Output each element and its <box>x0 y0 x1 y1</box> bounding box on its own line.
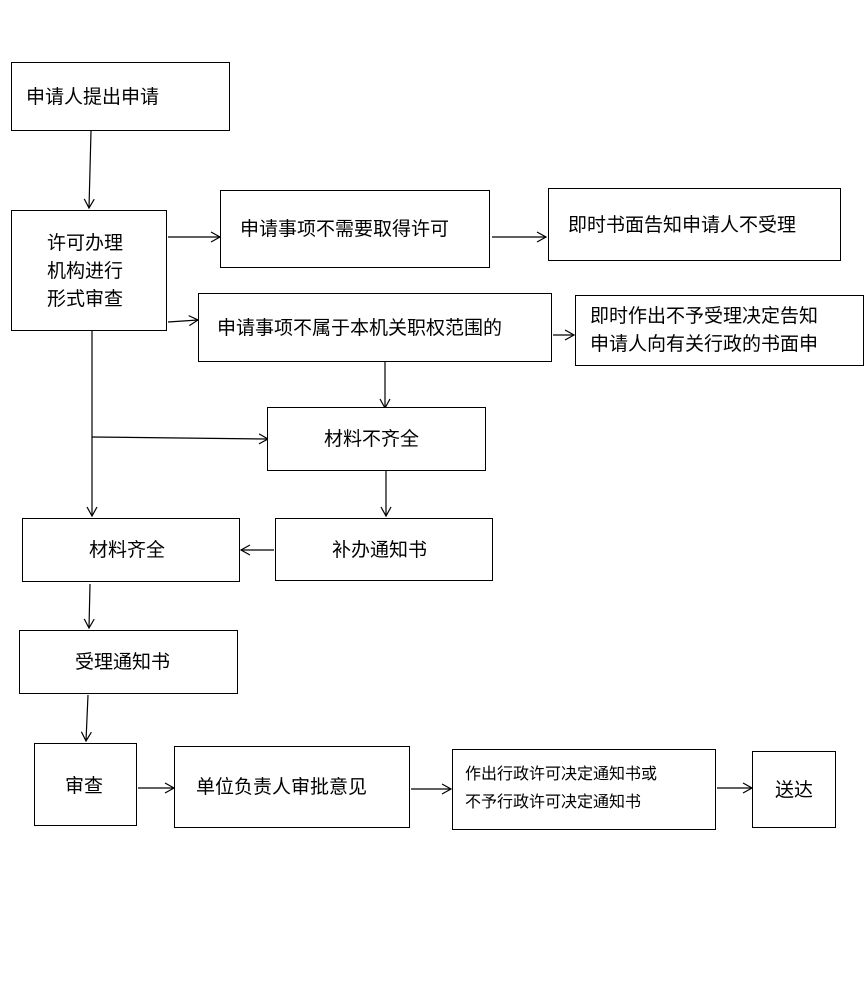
node-accept-notice: 受理通知书 <box>19 630 238 694</box>
node-leader-approval: 单位负责人审批意见 <box>174 746 410 828</box>
node-decision: 作出行政许可决定通知书或 不予行政许可决定通知书 <box>452 749 716 830</box>
arrow-accept-to-examine <box>80 694 92 743</box>
node-no-need-permit-label: 申请事项不需要取得许可 <box>240 218 450 240</box>
node-apply: 申请人提出申请 <box>11 62 230 131</box>
node-decision-line-2: 不予行政许可决定通知书 <box>465 792 642 811</box>
arrow-review-to-not-in-scope <box>167 315 200 327</box>
node-accept-notice-label: 受理通知书 <box>75 651 171 673</box>
node-supplement-notice-label: 补办通知书 <box>332 538 428 561</box>
node-formal-review-line-1: 许可办理 <box>47 231 124 254</box>
node-deliver: 送达 <box>752 751 836 828</box>
arrow-complete-to-accept <box>83 583 95 630</box>
node-examine: 审查 <box>34 743 137 826</box>
arrow-review-to-incomplete <box>91 433 270 445</box>
arrow-apply-to-review <box>83 130 95 210</box>
node-materials-complete-label: 材料齐全 <box>89 539 166 561</box>
node-materials-complete: 材料齐全 <box>22 518 240 582</box>
node-leader-approval-label: 单位负责人审批意见 <box>196 776 368 798</box>
node-decision-line-1: 作出行政许可决定通知书或 <box>465 764 658 783</box>
node-materials-incomplete: 材料不齐全 <box>267 407 486 471</box>
node-notify-not-accept-label: 即时书面告知申请人不受理 <box>568 213 797 236</box>
node-deliver-label: 送达 <box>774 778 813 801</box>
node-not-accept-decision-line-1: 即时作出不予受理决定告知 <box>590 305 819 327</box>
node-apply-label: 申请人提出申请 <box>26 85 160 108</box>
node-not-in-scope-label: 申请事项不属于本机关职权范围的 <box>217 316 503 339</box>
node-not-in-scope: 申请事项不属于本机关职权范围的 <box>198 293 552 362</box>
node-no-need-permit: 申请事项不需要取得许可 <box>220 190 490 268</box>
node-not-accept-decision: 即时作出不予受理决定告知 申请人向有关行政的书面申 <box>575 295 864 366</box>
node-formal-review: 许可办理 机构进行 形式审查 <box>11 210 167 331</box>
node-formal-review-line-2: 机构进行 <box>47 259 124 282</box>
node-supplement-notice: 补办通知书 <box>275 518 493 581</box>
node-not-accept-decision-line-2: 申请人向有关行政的书面申 <box>590 333 819 355</box>
node-formal-review-line-3: 形式审查 <box>47 287 124 310</box>
node-materials-incomplete-label: 材料不齐全 <box>324 428 420 450</box>
node-notify-not-accept: 即时书面告知申请人不受理 <box>548 188 841 261</box>
node-examine-label: 审查 <box>65 775 104 797</box>
